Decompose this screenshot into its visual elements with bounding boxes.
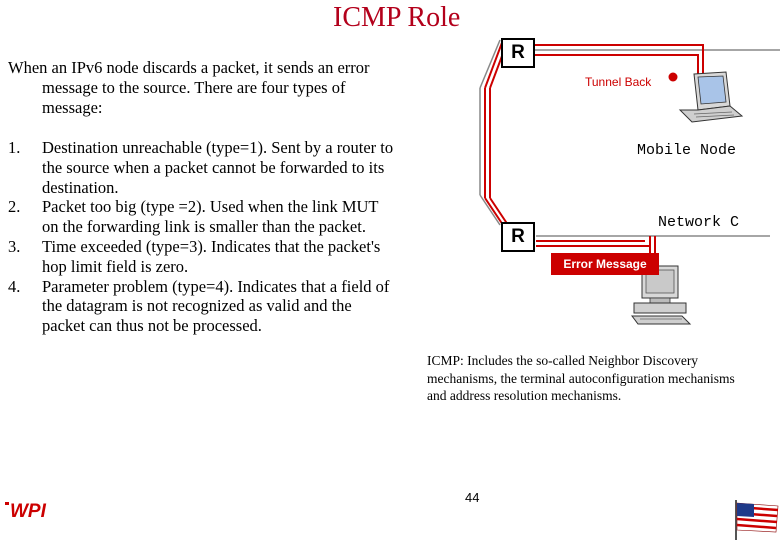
intro-paragraph: When an IPv6 node discards a packet, it … [8,58,370,117]
wpi-logo: WPI [5,501,47,522]
list-text: Packet too big (type =2). Used when the … [42,197,379,237]
laptop-icon [678,71,744,123]
path-segment [534,44,704,75]
link-lines [479,39,780,237]
list-number: 3. [8,236,21,256]
list-text: Destination unreachable (type=1). Sent b… [42,138,394,197]
list-item: 1. Destination unreachable (type=1). Sent… [8,138,398,197]
path-segment [489,197,509,226]
list-item: 4. Parameter problem (type=4). Indicates … [8,277,398,336]
mobile-node-label: Mobile Node [637,142,737,159]
link-line [479,194,501,226]
us-flag-icon [735,500,779,540]
list-item: 2. Packet too big (type =2). Used when th… [8,197,398,237]
path-segment [484,39,504,89]
list-number: 2. [8,197,21,217]
path-segment [484,197,504,226]
desktop-computer-icon [631,265,692,325]
router-top: R [501,38,535,68]
path-segment [534,54,699,75]
tunnel-path [484,39,704,258]
icmp-note: ICMP: Includes the so-called Neighbor Di… [427,353,735,403]
network-c-label: Network C [658,214,740,231]
list-text: Time exceeded (type=3). Indicates that t… [42,236,381,276]
intro-text: When an IPv6 node discards a packet, it … [8,58,398,117]
router-bottom: R [501,222,535,252]
list-item: 3. Time exceeded (type=3). Indicates that… [8,237,398,277]
slide-title: ICMP Role [333,2,461,33]
list-number: 4. [8,276,21,296]
page-number: 44 [465,490,480,505]
logo-text: WPI [10,501,47,522]
list-number: 1. [8,138,21,157]
tunnel-endpoint-dot [668,72,678,82]
list-text: Parameter problem (type=4). Indicates th… [42,276,390,336]
link-line [479,39,501,89]
error-message-label: Error Message [551,253,659,275]
tunnel-back-label: Tunnel Back [585,75,652,89]
message-type-list: 1. Destination unreachable (type=1). Sent… [8,138,398,336]
